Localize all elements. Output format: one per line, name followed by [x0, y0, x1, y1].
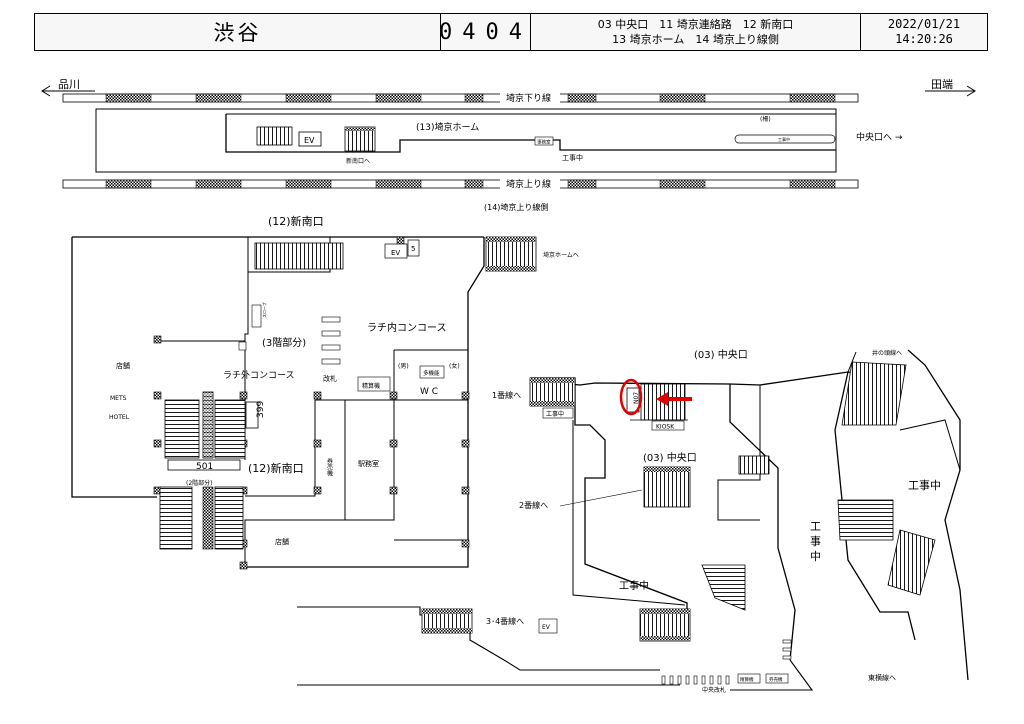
stairs-upper — [254, 242, 344, 270]
num-501: 501 — [196, 462, 213, 472]
ticket-sales-label: 券売機 — [326, 457, 333, 477]
to-line34-label: 3･4番線へ — [486, 616, 524, 626]
station-office-label: 駅務室 — [358, 459, 379, 468]
east-arrow-head — [966, 85, 976, 97]
down-track-label: 埼京下り線 — [506, 92, 551, 104]
stairs-outside-1 — [164, 399, 200, 459]
ticket-machines-bottom: 精算機 — [740, 676, 754, 683]
platform-hatched: (柵) — [760, 115, 771, 123]
slope-markers — [321, 316, 341, 365]
shop1-label: 店舗 — [116, 361, 130, 370]
stairs-line2 — [643, 466, 691, 508]
exit-list-line2: 13 埼京ホーム 14 埼京上り線側 — [612, 33, 779, 46]
central-area: (03) 中央口 井の頭線へ 工事中 工 事 中 1番線へ 工事中 N07 — [297, 348, 969, 694]
ev-bottom-label: EV — [542, 624, 551, 631]
platform-ev — [298, 131, 322, 147]
new-south-title: (12)新南口 — [268, 214, 324, 228]
pillars — [153, 236, 470, 570]
ev-upper — [384, 243, 408, 259]
to-inokashira-label: 井の頭線へ — [872, 349, 902, 357]
vertical-small: スロープ — [261, 302, 267, 318]
construction-vertical-3: 中 — [810, 550, 821, 563]
highlight-circle — [619, 378, 643, 416]
inside-concourse-label: ラチ内コンコース — [367, 321, 447, 334]
header-bar: 渋谷 0404 03 中央口 11 埼京連絡路 12 新南口 13 埼京ホーム … — [34, 13, 988, 51]
central-title-top: (03) 中央口 — [694, 348, 748, 361]
up-track-label: 埼京上り線 — [506, 178, 551, 190]
kiosk-label: KIOSK — [656, 424, 675, 431]
date: 2022/01/21 — [887, 17, 961, 31]
central-gate-label: 中央改札 — [702, 686, 726, 694]
men-label: (男) — [398, 363, 409, 370]
stairs-2f-2 — [214, 486, 244, 550]
construction-mid: 工事中 — [619, 579, 649, 592]
to-saikyo-home-label: 埼京ホームへ — [543, 251, 579, 259]
platform-office — [534, 136, 554, 146]
platform-label: (13)埼京ホーム — [416, 121, 479, 133]
ev-upper-num: 5 — [411, 245, 415, 253]
platform-fence-construction: 工事中 — [778, 136, 790, 142]
track-diagram: 品川 田端 埼京下り線 EV — [41, 78, 976, 212]
central-gate-row — [661, 639, 792, 685]
construction-right: 工事中 — [908, 479, 941, 492]
platform-ev-label: EV — [304, 136, 315, 145]
to-central-label: 中央口へ → — [856, 131, 903, 143]
to-toyoko-label: 東横線へ — [868, 673, 896, 682]
to-new-south-label: 新南口へ — [346, 157, 370, 165]
platform-construction: 工事中 — [562, 153, 583, 162]
new-south-area: (12)新南口 埼京ホームへ EV 5 — [71, 214, 579, 570]
down-track: 埼京下り線 — [62, 92, 859, 104]
ticket-machines-label: 精算機 — [362, 382, 380, 390]
stairs-to-saikyo — [485, 236, 537, 272]
west-label: 品川 — [58, 78, 80, 91]
multi-toilet-label: 多機能 — [423, 369, 440, 377]
pointer-arrow-head — [656, 392, 668, 406]
platform-office-label: 事務室 — [537, 139, 551, 146]
up-track: 埼京上り線 — [62, 178, 859, 190]
shop2-label: 店舗 — [275, 537, 289, 546]
time: 14:20:26 — [895, 32, 953, 46]
exit-list-line1: 03 中央口 11 埼京連絡路 12 新南口 — [597, 18, 794, 31]
to-line2-label: 2番線へ — [519, 500, 548, 510]
up-side-label: (14)埼京上り線側 — [484, 202, 548, 212]
second-floor-label: (2階部分) — [186, 479, 213, 487]
construction-vertical-1: 工 — [810, 520, 821, 533]
to-line1-label: 1番線へ — [492, 390, 521, 400]
gate-label: 改札 — [323, 374, 337, 383]
timestamp: 2022/01/21 14:20:26 — [861, 14, 987, 50]
hotel-label: HOTEL — [109, 414, 130, 421]
central-title-mid: (03) 中央口 — [643, 451, 697, 464]
mets-label: METS — [110, 395, 127, 402]
num-399: 399 — [256, 401, 266, 418]
outside-concourse-label: ラチ外コンコース — [223, 369, 295, 381]
ticket-sales-bottom: 券売機 — [769, 676, 783, 683]
west-arrow-head — [41, 85, 51, 97]
ad-panel — [626, 387, 640, 413]
stairs-2f-1 — [159, 486, 193, 550]
women-label: (女) — [449, 362, 460, 370]
construction-small: 工事中 — [546, 410, 564, 418]
ev-upper-label: EV — [391, 249, 400, 257]
third-floor-label: (3階部分) — [262, 336, 306, 349]
exit-list: 03 中央口 11 埼京連絡路 12 新南口 13 埼京ホーム 14 埼京上り線… — [531, 14, 861, 50]
new-south-bottom-label: (12)新南口 — [248, 461, 304, 475]
east-label: 田端 — [931, 78, 953, 91]
station-name: 渋谷 — [35, 14, 441, 50]
construction-vertical-2: 事 — [810, 535, 821, 548]
wc-label: W C — [420, 387, 438, 397]
saikyo-platform: EV 新南口へ (13)埼京ホーム 事務室 工事中 工事中 (柵) 中央口へ → — [95, 108, 903, 173]
ad-num: N07 — [633, 392, 640, 404]
kiosk-box — [651, 420, 685, 431]
stairs-inokashira — [841, 361, 907, 426]
platform-stairs-left — [256, 126, 293, 146]
platform-fence — [734, 134, 836, 144]
stairs-outside-2 — [214, 399, 246, 459]
station-code: 0404 — [439, 14, 531, 50]
